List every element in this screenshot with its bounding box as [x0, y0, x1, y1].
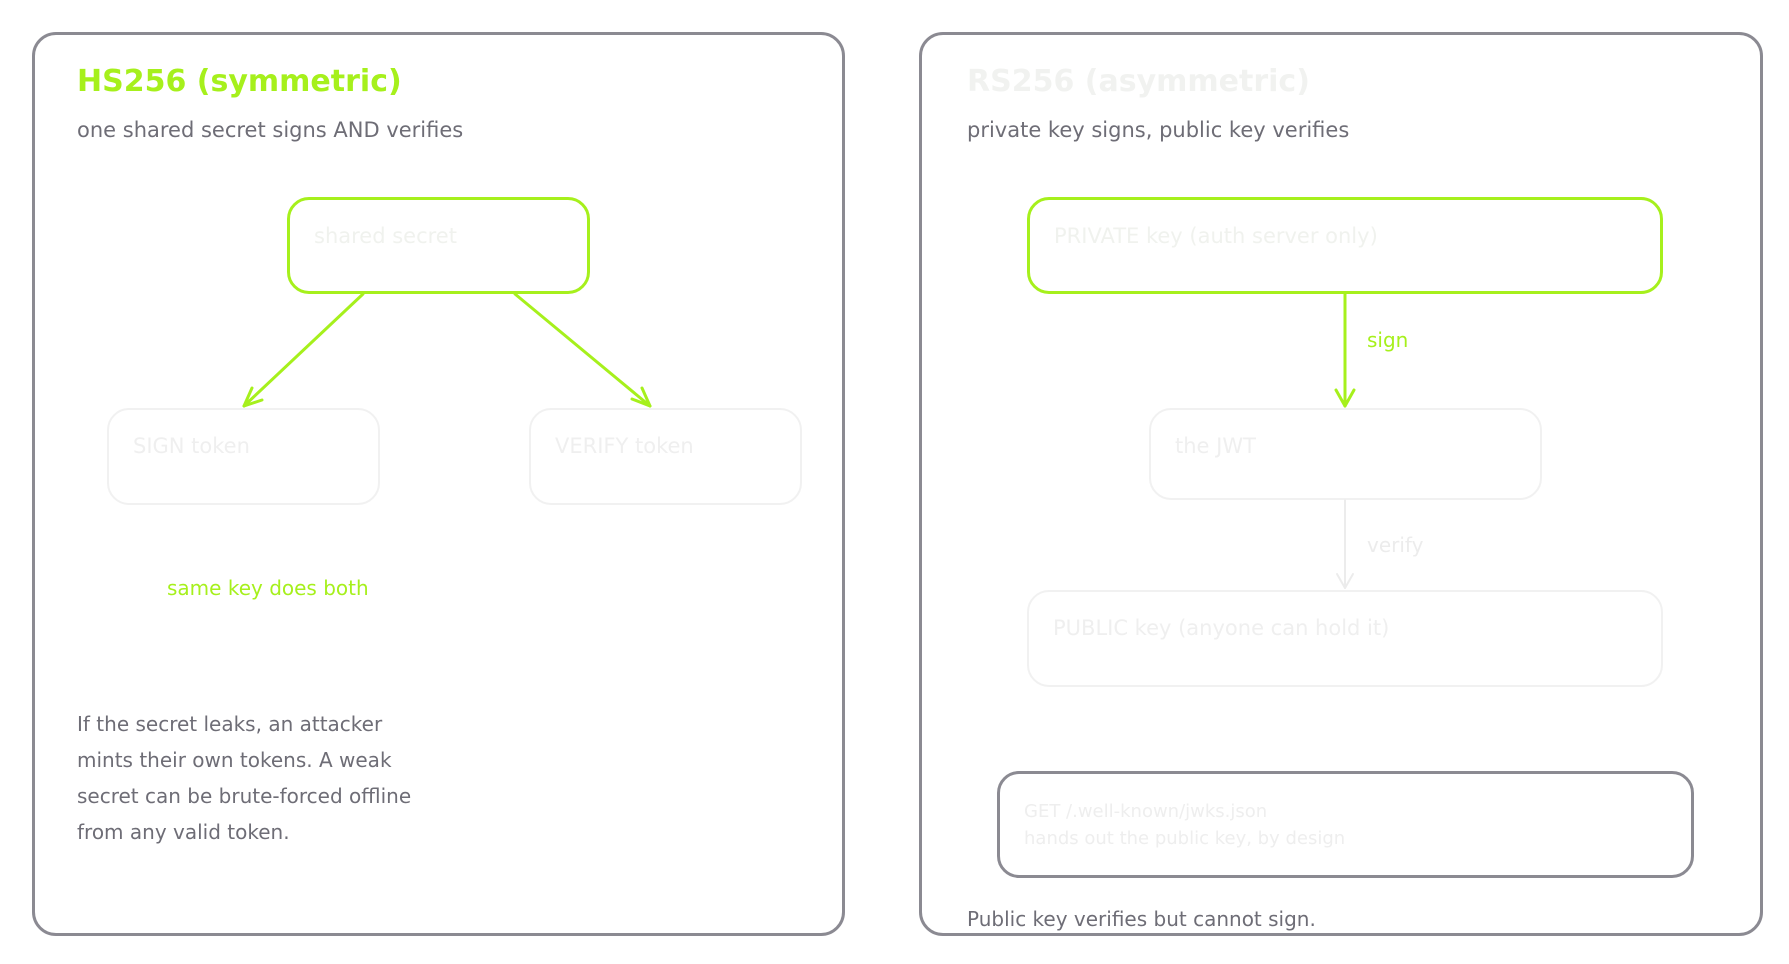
verify-edge-label: verify [1367, 533, 1424, 557]
public-key-label: PUBLIC key (anyone can hold it) [1053, 616, 1390, 640]
hs256-title: HS256 (symmetric) [77, 64, 402, 99]
note-line: secret can be brute-forced offline [77, 784, 412, 808]
same-key-label: same key does both [167, 576, 369, 600]
verify-token-node[interactable]: VERIFY token [529, 408, 802, 505]
sign-token-node[interactable]: SIGN token [107, 408, 380, 505]
public-key-node[interactable]: PUBLIC key (anyone can hold it) [1027, 590, 1663, 687]
jwt-label: the JWT [1175, 434, 1256, 458]
rs256-title: RS256 (asymmetric) [967, 64, 1310, 99]
note-line: mints their own tokens. A weak [77, 748, 392, 772]
private-key-label: PRIVATE key (auth server only) [1054, 224, 1378, 248]
note-line: from any valid token. [77, 820, 290, 844]
hs256-note: If the secret leaks, an attacker mints t… [77, 706, 411, 850]
jwks-endpoint-box[interactable]: GET /.well-known/jwks.json hands out the… [997, 771, 1694, 878]
hs256-subtitle: one shared secret signs AND verifies [77, 118, 464, 142]
rs256-footer: Public key verifies but cannot sign. [967, 907, 1316, 931]
rs256-panel [919, 32, 1763, 936]
private-key-node[interactable]: PRIVATE key (auth server only) [1027, 197, 1663, 294]
jwks-endpoint-desc: hands out the public key, by design [1024, 828, 1346, 849]
jwt-node[interactable]: the JWT [1149, 408, 1542, 500]
hs256-panel [32, 32, 845, 936]
rs256-subtitle: private key signs, public key verifies [967, 118, 1350, 142]
shared-secret-node[interactable]: shared secret [287, 197, 590, 294]
note-line: If the secret leaks, an attacker [77, 712, 383, 736]
shared-secret-label: shared secret [314, 224, 457, 248]
sign-token-label: SIGN token [133, 434, 250, 458]
verify-token-label: VERIFY token [555, 434, 694, 458]
jwks-endpoint-url: GET /.well-known/jwks.json [1024, 801, 1268, 822]
sign-edge-label: sign [1367, 328, 1409, 352]
